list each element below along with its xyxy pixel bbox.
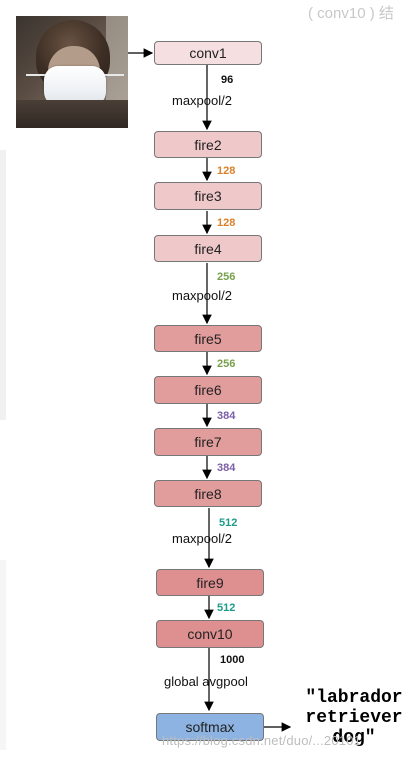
node-label: fire8	[194, 485, 222, 502]
node-fire5: fire5	[154, 325, 262, 352]
channel-label: 256	[217, 271, 236, 283]
left-page-strip	[0, 150, 6, 420]
node-label: fire7	[194, 434, 222, 450]
output-line: retriever	[305, 708, 403, 728]
node-fire3: fire3	[154, 182, 262, 210]
channel-label: 96	[221, 74, 234, 86]
node-label: fire2	[194, 136, 222, 153]
background-caption: ( conv10 ) 结	[308, 5, 394, 22]
node-fire7: fire7	[154, 428, 262, 456]
node-conv1: conv1	[154, 41, 262, 65]
node-label: fire9	[196, 574, 224, 591]
channel-label: 128	[217, 217, 236, 229]
node-fire2: fire2	[154, 131, 262, 158]
input-photo	[16, 16, 128, 128]
node-softmax: softmax	[156, 713, 264, 741]
output-line: dog"	[332, 728, 376, 748]
output-line: "labrador	[305, 688, 403, 708]
channel-label: 512	[219, 517, 238, 529]
operation-label: global avgpool	[164, 674, 248, 689]
node-label: fire4	[194, 240, 222, 257]
node-label: softmax	[185, 719, 235, 735]
operation-label: maxpool/2	[172, 93, 232, 108]
channel-label: 384	[217, 410, 236, 422]
node-label: fire6	[194, 382, 222, 398]
watermark: https://blog.csdn.net/duo/...20101	[162, 733, 362, 748]
node-label: fire5	[194, 330, 222, 347]
face-mask	[44, 66, 106, 106]
output-prediction: "labrador retriever dog"	[296, 688, 412, 748]
node-fire8: fire8	[154, 480, 262, 507]
operation-label: maxpool/2	[172, 531, 232, 546]
channel-label: 128	[217, 165, 236, 177]
channel-label: 1000	[220, 654, 245, 666]
channel-label: 256	[217, 358, 236, 370]
node-fire9: fire9	[156, 569, 264, 596]
operation-label: maxpool/2	[172, 288, 232, 303]
node-label: fire3	[194, 188, 222, 204]
channel-label: 512	[217, 602, 236, 614]
node-fire6: fire6	[154, 376, 262, 404]
channel-label: 384	[217, 462, 236, 474]
node-fire4: fire4	[154, 235, 262, 262]
node-label: conv1	[189, 45, 227, 61]
node-label: conv10	[187, 626, 233, 642]
left-page-strip-lower	[0, 560, 6, 750]
node-conv10: conv10	[156, 620, 264, 648]
